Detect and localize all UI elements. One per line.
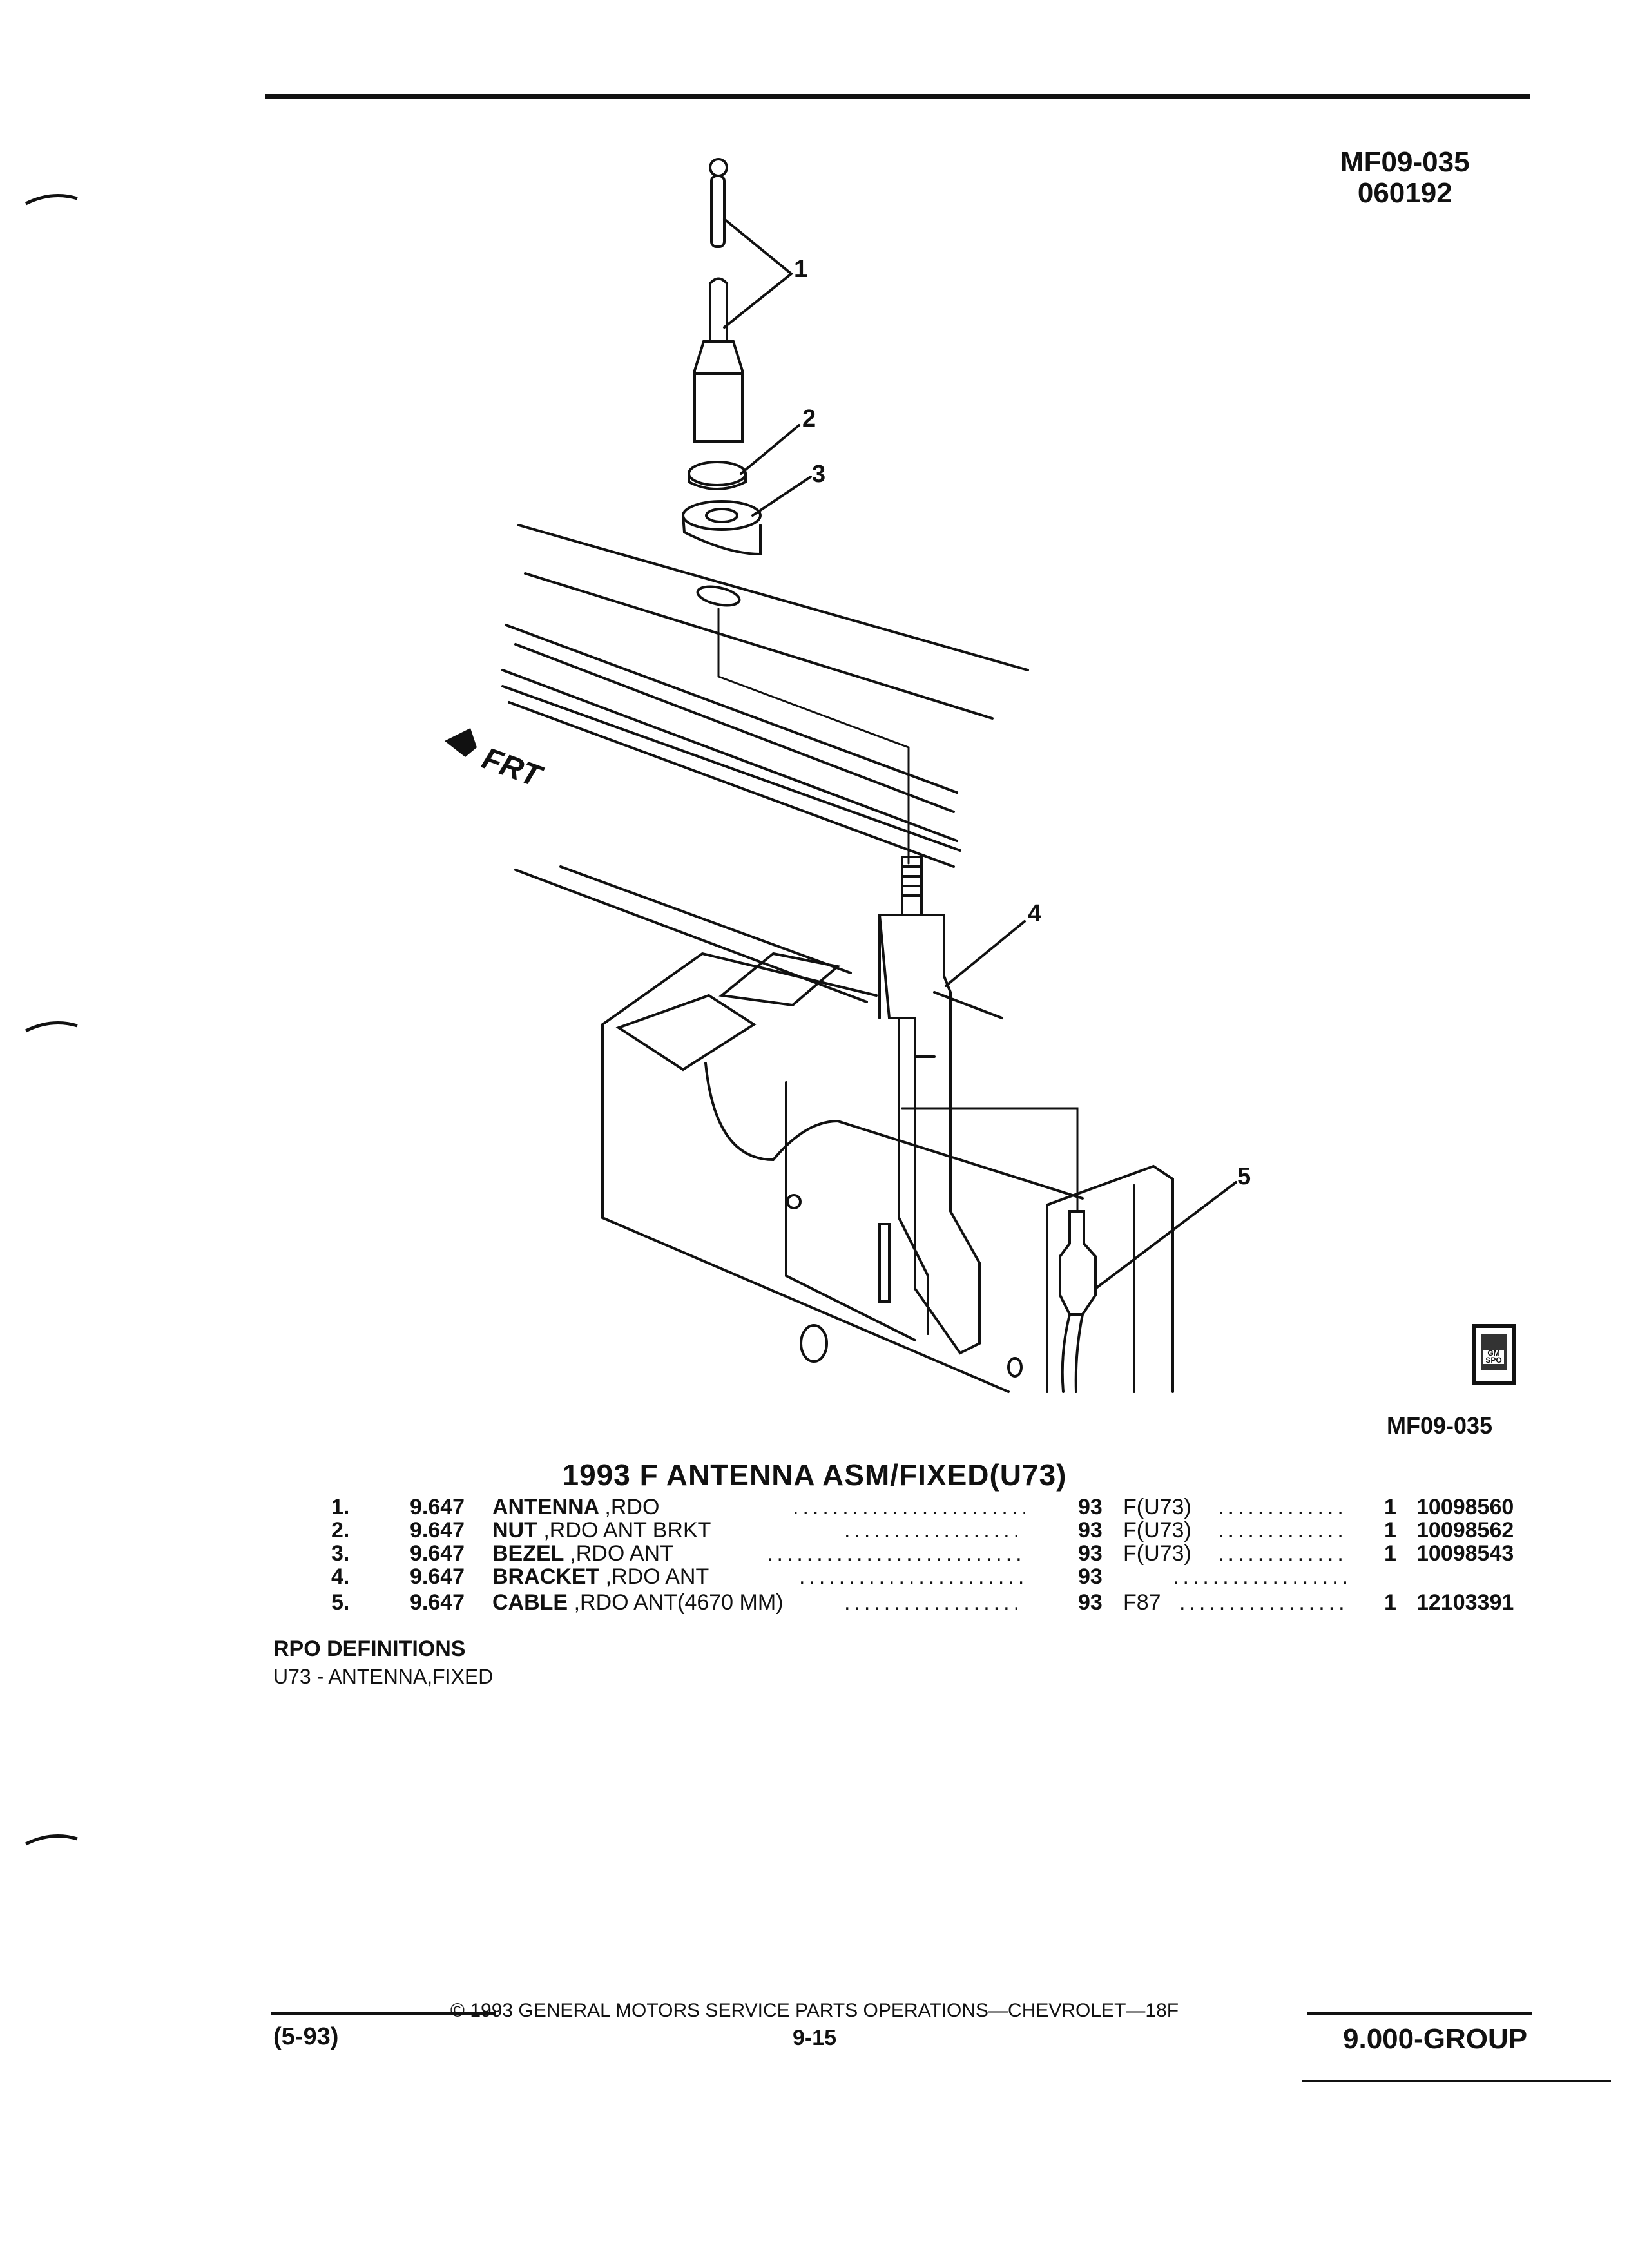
top-rule [265, 94, 1530, 99]
antenna-diagram: FRT 1 2 3 4 5 [445, 158, 1251, 1393]
callout-2: 2 [802, 405, 816, 432]
cable-lead [901, 1107, 1079, 1213]
center-line [717, 608, 910, 865]
bezel-top [682, 500, 762, 531]
housing-wire [704, 1062, 1084, 1200]
antenna-ball [709, 158, 728, 177]
footer-group: 9.000-GROUP [1343, 2023, 1528, 2055]
bracket-inner [878, 914, 936, 1335]
bezel-hole [705, 508, 738, 523]
antenna-rod-lower [709, 277, 728, 343]
rpo-definition: U73 - ANTENNA,FIXED [273, 1665, 494, 1688]
nut-side [688, 472, 747, 490]
panel-line-2 [524, 572, 994, 720]
table-row: 5. 9.647 CABLE ,RDO ANT(4670 MM) .......… [331, 1590, 1514, 1615]
footer-copyright: © 1993 GENERAL MOTORS SERVICE PARTS OPER… [450, 2000, 1179, 2021]
bracket-tab [878, 1223, 891, 1303]
header-code-block: MF09-035 060192 [1340, 147, 1470, 209]
antenna-stud [901, 856, 923, 916]
margin-mark-2 [24, 1021, 78, 1033]
housing-line-2 [559, 865, 852, 974]
panel-line-1 [517, 524, 1029, 671]
housing-hole-3 [1007, 1357, 1023, 1378]
nut [688, 461, 747, 486]
leader-4 [945, 920, 1026, 987]
panel-line-3 [505, 624, 958, 794]
table-row: 2. 9.647 NUT ,RDO ANT BRKT .............… [331, 1518, 1514, 1542]
cable-connector [1059, 1210, 1097, 1316]
table-row: 3. 9.647 BEZEL ,RDO ANT ................… [331, 1541, 1514, 1566]
leader-1 [723, 218, 794, 329]
header-date-code: 060192 [1357, 177, 1452, 209]
parts-table-title: 1993 F ANTENNA ASM/FIXED(U73) [562, 1458, 1067, 1492]
table-row: 4. 9.647 BRACKET ,RDO ANT ..............… [331, 1564, 1347, 1589]
figure-code: MF09-035 [1387, 1412, 1493, 1439]
footer-date: (5-93) [273, 2023, 339, 2050]
bezel-side [682, 514, 762, 556]
antenna-rod-upper [710, 175, 726, 248]
footer-rule-left [271, 2012, 496, 2015]
housing-line-3 [933, 991, 1003, 1019]
table-row: 1. 9.647 ANTENNA ,RDO ..................… [331, 1495, 1514, 1519]
panel-line-6 [501, 685, 961, 852]
panel-line-7 [508, 701, 955, 868]
header-code: MF09-035 [1340, 146, 1470, 178]
housing-line-1 [514, 869, 868, 1003]
antenna-base [693, 340, 744, 443]
housing-tab [615, 994, 757, 1072]
panel-line-4 [514, 643, 955, 813]
housing-inner-rect [785, 1081, 916, 1341]
housing-hole-2 [800, 1324, 828, 1363]
rpo-heading: RPO DEFINITIONS [273, 1637, 466, 1661]
footer-rule-bottom [1302, 2080, 1611, 2082]
leader-2 [740, 424, 800, 475]
callout-5: 5 [1237, 1163, 1251, 1190]
bracket [878, 914, 981, 1355]
footer-rule-right [1307, 2012, 1532, 2015]
gasket [696, 585, 741, 607]
margin-mark-1 [24, 194, 78, 206]
front-label: FRT [477, 742, 547, 795]
margin-mark-3 [24, 1834, 78, 1846]
leader-5 [1094, 1181, 1237, 1290]
page-number: 9-15 [792, 2026, 837, 2050]
callout-4: 4 [1028, 900, 1041, 927]
housing-hole-1 [786, 1194, 802, 1209]
fender-panel [1046, 1164, 1174, 1393]
front-arrow-icon [445, 728, 477, 757]
callout-1: 1 [794, 256, 807, 283]
housing-cutout [718, 952, 841, 1007]
margin-marks [24, 194, 78, 1846]
leader-3 [751, 476, 812, 517]
cable-wire [1061, 1313, 1084, 1393]
panel-line-5 [501, 669, 958, 842]
callout-3: 3 [812, 461, 825, 488]
